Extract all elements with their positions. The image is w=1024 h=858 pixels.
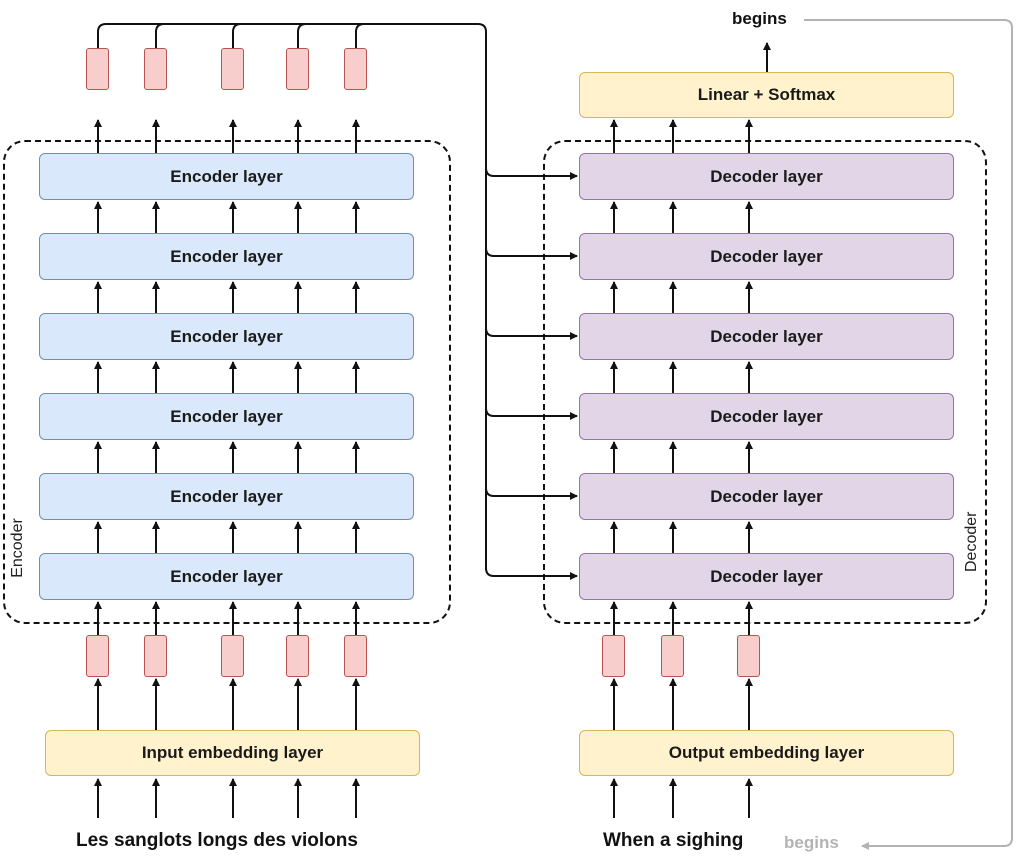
decoder-input-vector	[602, 635, 625, 677]
decoder-input-vector	[737, 635, 760, 677]
encoder-output-vector	[344, 48, 367, 90]
encoder-output-vector	[86, 48, 109, 90]
encoder-layer-1: Encoder layer	[39, 553, 414, 600]
cross-attention-arrow	[485, 247, 578, 260]
decoder-layer-4: Decoder layer	[579, 313, 954, 360]
encoder-input-vector	[86, 635, 109, 677]
cross-attention-arrow	[485, 487, 578, 500]
decoder-group	[543, 140, 987, 624]
encoder-output-bus	[232, 23, 478, 48]
encoder-group-label: Encoder	[9, 518, 26, 578]
encoder-output-bus	[155, 23, 478, 48]
linear-softmax-layer: Linear + Softmax	[579, 72, 954, 118]
cross-attention-arrow	[485, 567, 578, 580]
encoder-output-bus	[355, 23, 478, 48]
cross-attention-arrow	[485, 167, 578, 180]
encoder-output-vector	[144, 48, 167, 90]
output-embedding-layer: Output embedding layer	[579, 730, 954, 776]
encoder-group	[3, 140, 451, 624]
encoder-input-vector	[286, 635, 309, 677]
fed-back-token: begins	[784, 833, 839, 852]
encoder-input-vector	[144, 635, 167, 677]
encoder-output-vector	[221, 48, 244, 90]
encoder-input-vector	[221, 635, 244, 677]
predicted-token: begins	[732, 9, 787, 28]
decoder-layer-1: Decoder layer	[579, 553, 954, 600]
decoder-input-vector	[661, 635, 684, 677]
encoder-layer-5: Encoder layer	[39, 233, 414, 280]
input-sentence: Les sanglots longs des violons	[76, 830, 358, 851]
encoder-output-vector	[286, 48, 309, 90]
encoder-layer-3: Encoder layer	[39, 393, 414, 440]
encoder-layer-4: Encoder layer	[39, 313, 414, 360]
cross-attention-bus	[477, 23, 487, 570]
decoder-layer-3: Decoder layer	[579, 393, 954, 440]
cross-attention-arrow	[485, 327, 578, 340]
decoder-layer-6: Decoder layer	[579, 153, 954, 200]
decoder-layer-2: Decoder layer	[579, 473, 954, 520]
cross-attention-arrow	[485, 407, 578, 420]
decoder-layer-5: Decoder layer	[579, 233, 954, 280]
encoder-layer-6: Encoder layer	[39, 153, 414, 200]
feedback-loop-arrow	[804, 19, 1013, 850]
encoder-output-bus	[297, 23, 478, 48]
encoder-layer-2: Encoder layer	[39, 473, 414, 520]
encoder-output-bus	[97, 23, 478, 48]
decoder-group-label: Decoder	[963, 511, 980, 572]
encoder-input-vector	[344, 635, 367, 677]
output-prefix-sentence: When a sighing	[603, 830, 744, 851]
input-embedding-layer: Input embedding layer	[45, 730, 420, 776]
